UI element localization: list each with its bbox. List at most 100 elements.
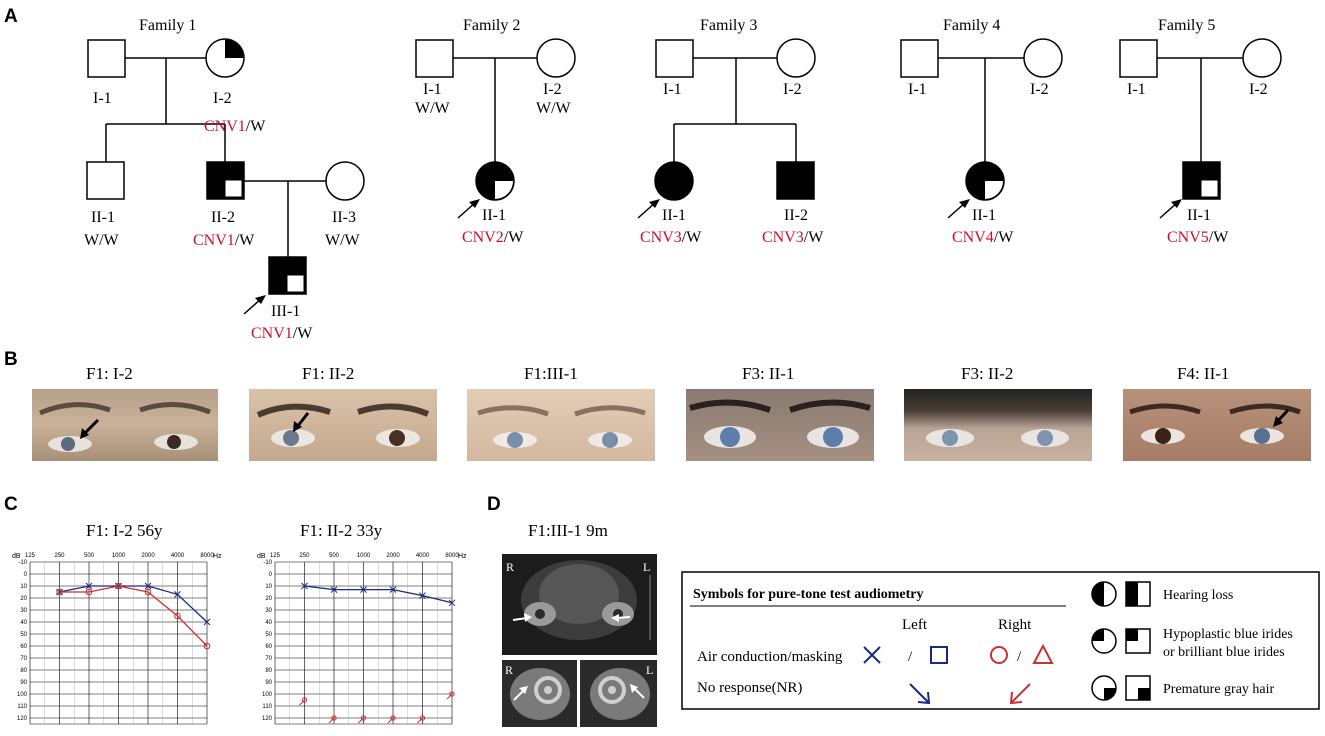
male-affected-symbol (1182, 161, 1221, 200)
member-id: II-1 (1187, 207, 1211, 224)
y-tick-label: 120 (262, 716, 273, 722)
legend-slash: / (908, 649, 913, 665)
x-tick-label: 4000 (416, 553, 430, 559)
genotype-label: W/W (415, 100, 451, 117)
x-unit-label: Hz (458, 553, 467, 560)
member-id: I-2 (543, 81, 562, 98)
proband-arrow-icon (457, 199, 480, 219)
legend-col-left: Left (902, 617, 928, 633)
eye-photo (686, 389, 874, 461)
proband-arrow-icon (947, 199, 970, 219)
right-masking-triangle-icon (1032, 643, 1054, 664)
male-affected-symbol (268, 256, 307, 295)
y-tick-label: 70 (20, 656, 27, 662)
eye-photo (467, 389, 655, 461)
pedigree-family-2: Family 2 I-1 W/W I-2 W/W II-1 CNV2/W (415, 17, 576, 246)
hearing-loss-circle-icon (1091, 581, 1117, 607)
right-ear-point (203, 642, 211, 650)
y-tick-label: 0 (269, 572, 273, 578)
genotype-label: CNV3/W (640, 229, 702, 246)
female-unaffected-symbol (1242, 38, 1282, 78)
left-ear-line (304, 585, 453, 604)
y-tick-label: -10 (18, 560, 27, 566)
male-unaffected-symbol (1119, 39, 1158, 78)
genotype-label: CNV5/W (1167, 229, 1229, 246)
x-tick-label: 125 (25, 553, 36, 559)
feature-arrow-icon (512, 613, 532, 622)
y-tick-label: 120 (17, 716, 28, 722)
female-unaffected-symbol (776, 38, 816, 78)
y-tick-label: 30 (20, 608, 27, 614)
gray-hair-square-icon (1125, 675, 1151, 701)
right-ear-line (59, 585, 208, 647)
y-tick-label: 90 (20, 680, 27, 686)
female-blue-irides-symbol (205, 38, 245, 78)
genotype-label: CNV2/W (462, 229, 524, 246)
right-nr-arrow-icon (1009, 683, 1031, 705)
member-id: II-1 (91, 209, 115, 226)
pedigree-panel: Family 1 I-1 I-2 CNV1/W II-1 W/W (84, 17, 1282, 342)
member-id: III-1 (271, 303, 300, 320)
right-ear-nr-point (358, 715, 367, 724)
right-ear-point (174, 612, 181, 620)
y-tick-label: 80 (20, 668, 27, 674)
right-ear-nr-point (387, 715, 396, 724)
female-affected-symbol (475, 161, 515, 201)
x-tick-label: 500 (329, 553, 340, 559)
genotype-label: CNV1/W (251, 325, 313, 342)
right-ear-point (85, 588, 93, 596)
member-id: II-2 (211, 209, 235, 226)
left-nr-arrow-icon (909, 683, 931, 705)
male-affected-symbol (206, 161, 245, 200)
y-tick-label: 40 (265, 620, 272, 626)
left-ear-point (85, 582, 93, 590)
y-tick-label: 110 (262, 704, 272, 710)
y-unit-label: dB (12, 553, 21, 560)
symbol-legend: Symbols for pure-tone test audiometry Le… (681, 571, 1320, 710)
pedigree-family-3: Family 3 I-1 I-2 II-1 CNV3/W II-2 CNV3/W (637, 17, 824, 246)
legend-blue-irides: Hypoplastic blue irides (1163, 627, 1293, 642)
member-id: I-2 (213, 90, 232, 107)
y-tick-label: 110 (17, 704, 27, 710)
blue-irides-circle-icon (1091, 628, 1117, 654)
male-affected-symbol (776, 161, 815, 200)
genotype-label: W/W (325, 232, 361, 249)
y-tick-label: -10 (263, 560, 272, 566)
legend-gray-hair: Premature gray hair (1163, 682, 1275, 697)
y-tick-label: 70 (265, 656, 272, 662)
left-ear-point (360, 586, 367, 593)
x-tick-label: 250 (299, 553, 310, 559)
x-tick-label: 500 (84, 553, 95, 559)
genotype-label: CNV4/W (952, 229, 1014, 246)
hearing-loss-square-icon (1125, 581, 1151, 607)
genotype-label: W/W (536, 100, 572, 117)
left-ear-point (330, 586, 338, 593)
legend-blue-irides: or brilliant blue irides (1163, 645, 1285, 660)
female-blue-irides-symbol (965, 161, 1005, 201)
x-tick-label: 125 (270, 553, 281, 559)
legend-header: Symbols for pure-tone test audiometry (693, 587, 923, 602)
y-tick-label: 50 (265, 632, 272, 638)
legend-hearing-loss: Hearing loss (1163, 588, 1233, 603)
legend-row-air: Air conduction/masking (697, 649, 843, 665)
family-title: Family 1 (139, 17, 196, 34)
female-unaffected-symbol (325, 161, 365, 201)
audiogram-title: F1: I-2 56y (86, 521, 163, 540)
right-ear-point (144, 588, 152, 596)
member-id: I-2 (1249, 81, 1268, 98)
member-id: I-1 (93, 90, 112, 107)
right-ear-nr-point (299, 697, 308, 706)
left-ear-point (301, 582, 308, 590)
x-tick-label: 250 (54, 553, 65, 559)
left-ear-point (419, 592, 426, 599)
y-tick-label: 50 (20, 632, 27, 638)
female-unaffected-symbol (1023, 38, 1063, 78)
left-air-x-icon (863, 646, 881, 664)
member-id: II-2 (784, 207, 808, 224)
pedigree-family-5: Family 5 I-1 I-2 II-1 CNV5/W (1119, 17, 1282, 246)
gray-hair-circle-icon (1091, 675, 1117, 701)
member-id: II-1 (482, 207, 506, 224)
